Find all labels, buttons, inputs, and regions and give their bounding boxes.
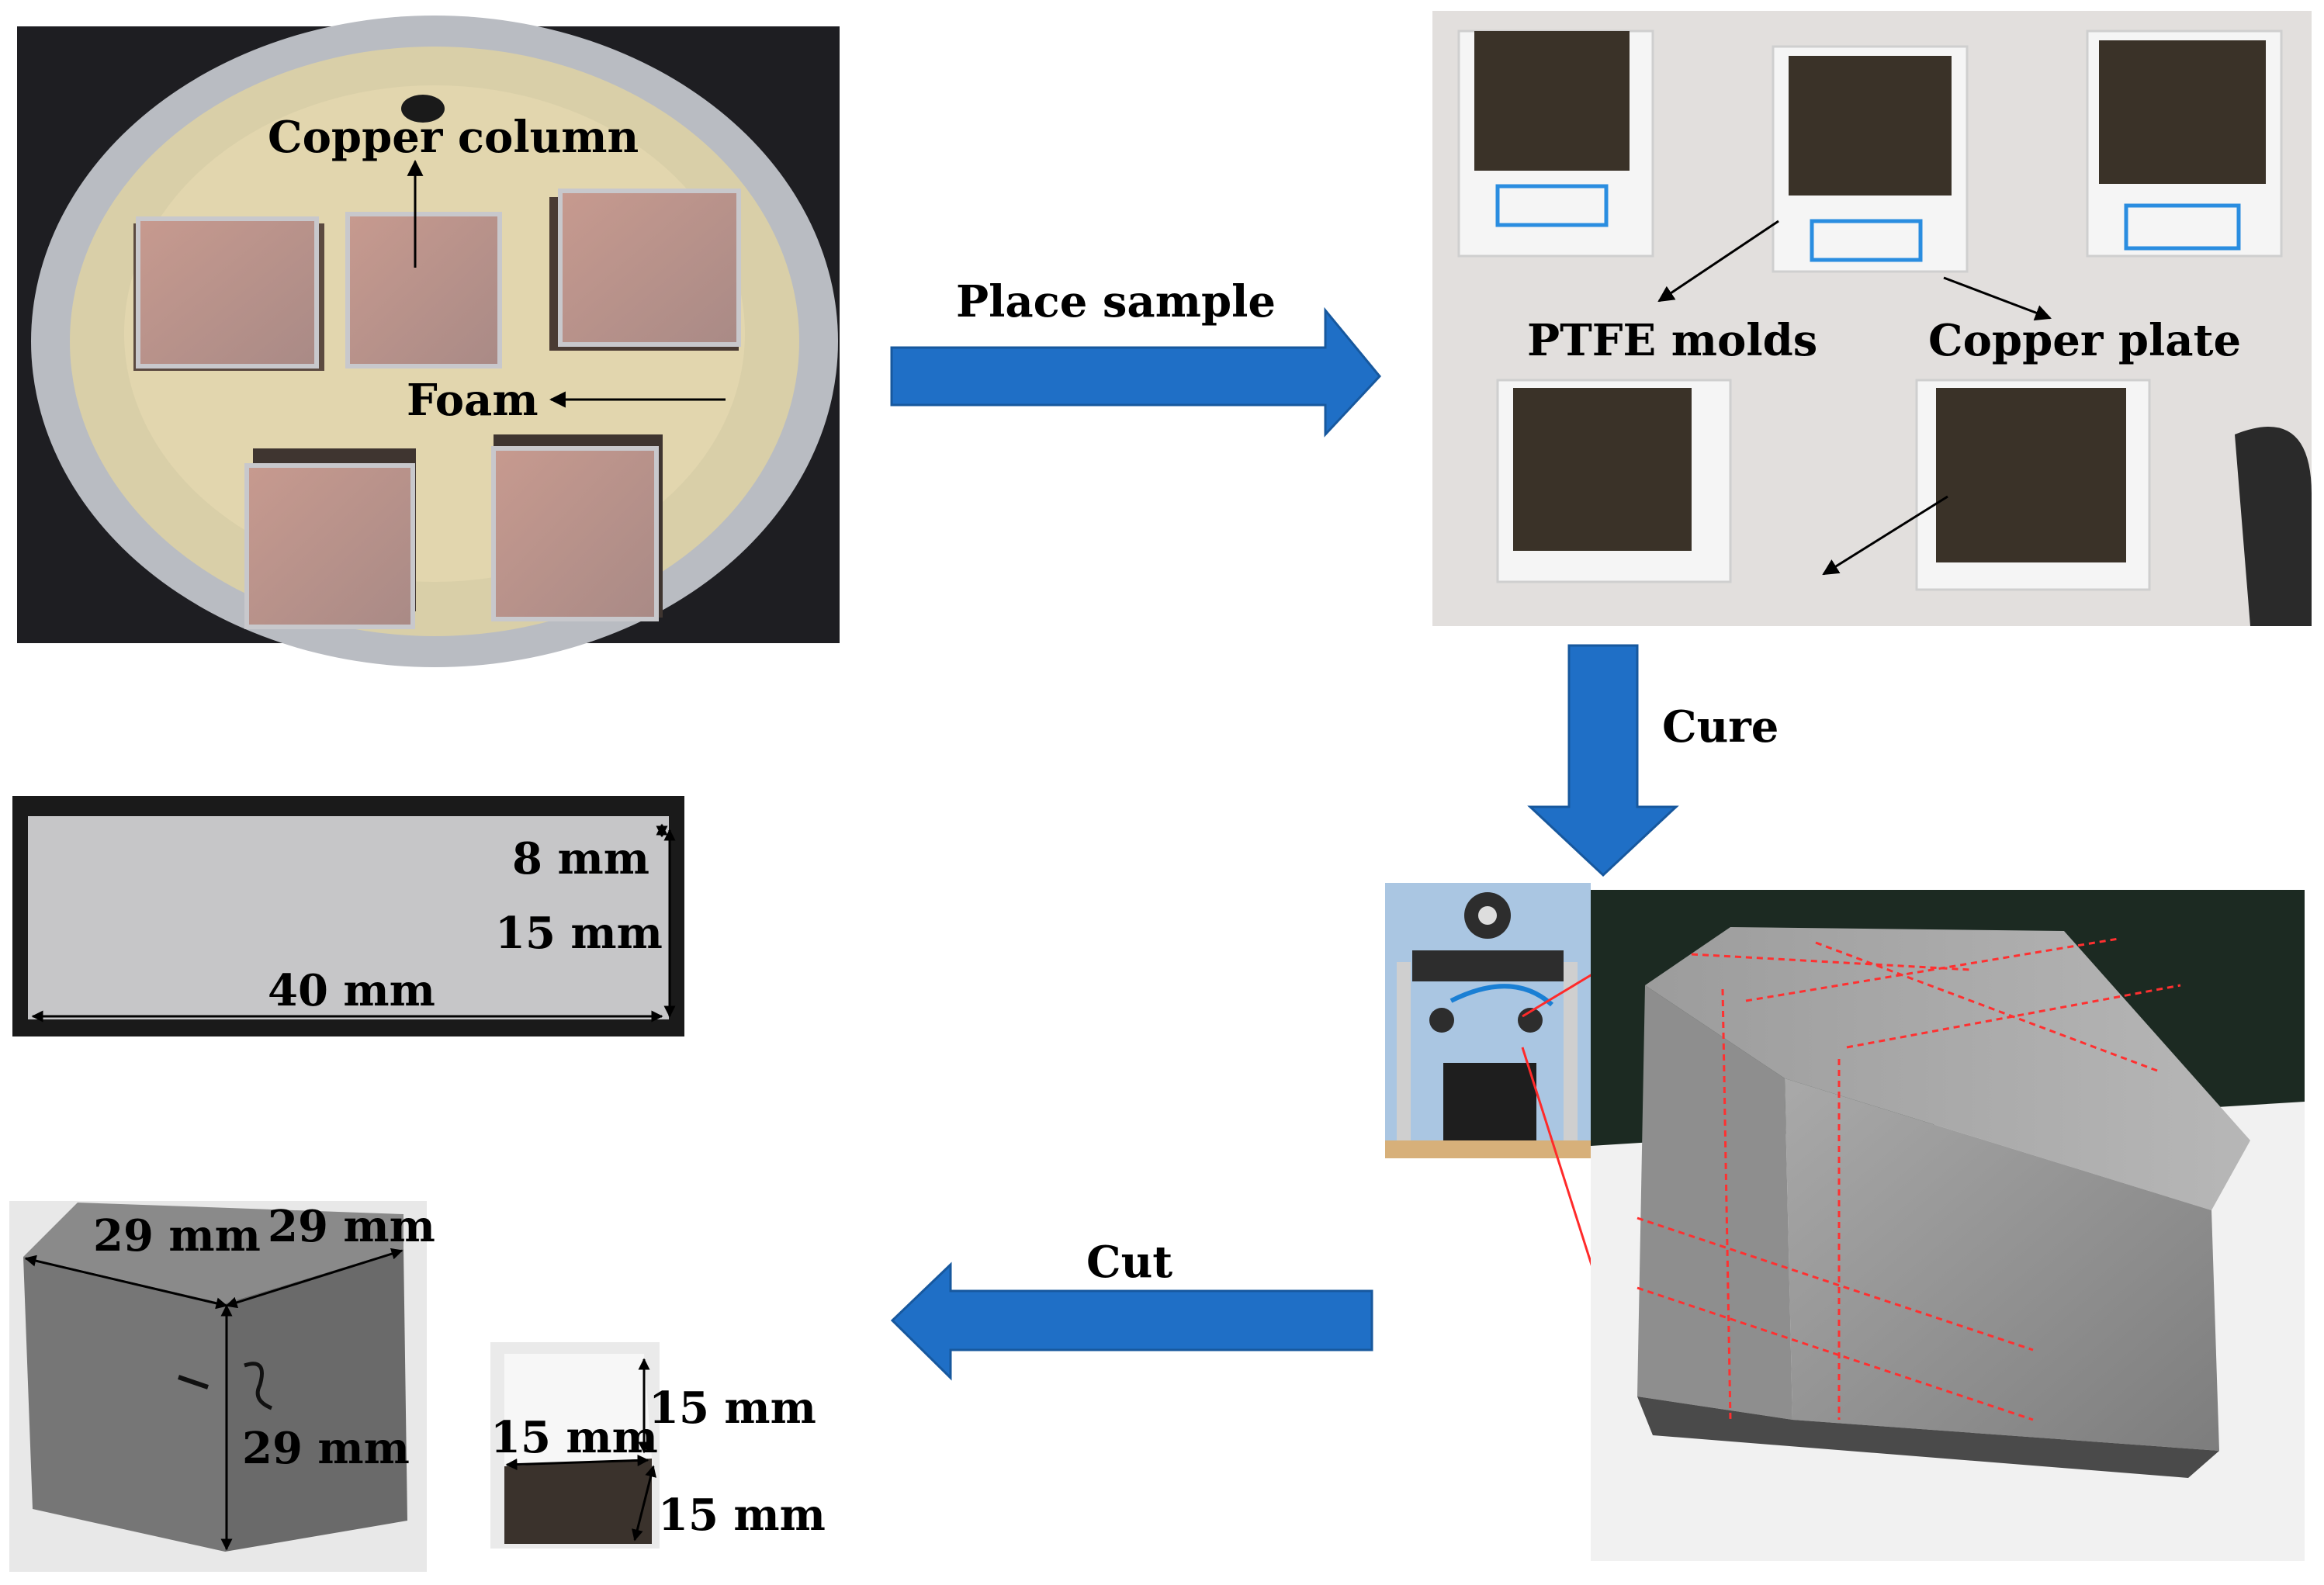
pointer-arrow	[1822, 495, 1948, 576]
ptfe-mold	[1772, 45, 1969, 273]
copper-column-tile	[345, 212, 502, 369]
arrow-cut: Cut	[890, 1237, 1373, 1381]
dimension-line	[225, 1248, 403, 1309]
arrow-cure: Cure	[1527, 644, 1779, 877]
label-dim-8mm: 8 mm	[512, 833, 649, 884]
label-ptfe-molds: PTFE molds	[1527, 315, 1817, 366]
photo-testing-machine	[1385, 883, 1591, 1158]
copper-column-tile	[549, 189, 741, 351]
copper-column-tile	[133, 216, 324, 371]
ptfe-mold	[2086, 29, 2283, 258]
ptfe-mold	[1915, 379, 2151, 591]
photo-cured-cube	[1591, 890, 2305, 1561]
label-place-sample: Place sample	[956, 276, 1276, 327]
label-small-cube-dim-depth: 15 mm	[658, 1490, 826, 1541]
label-copper-plate: Copper plate	[1928, 315, 2241, 366]
pointer-arrow	[1657, 220, 1779, 303]
pointer-arrow	[1943, 276, 2052, 321]
photo-ptfe-molds: PTFE molds Copper plate	[1432, 11, 2312, 626]
label-dim-15mm: 15 mm	[495, 908, 663, 959]
arrow-place-sample: Place sample	[890, 276, 1381, 438]
dimension-line	[24, 1255, 228, 1310]
label-small-cube-dim-width: 15 mm	[490, 1412, 658, 1463]
copper-column-tile	[244, 448, 416, 629]
label-foam: Foam	[407, 375, 539, 426]
ptfe-mold	[1496, 379, 1732, 583]
photo-cube-29mm: 29 mm 29 mm 29 mm	[9, 1201, 435, 1572]
label-small-cube-dim-height: 15 mm	[649, 1383, 816, 1434]
photo-cube-15mm: 15 mm 15 mm 15 mm	[490, 1342, 826, 1549]
label-cube-dim-top-left: 29 mm	[93, 1210, 261, 1261]
label-cube-dim-height: 29 mm	[242, 1423, 410, 1474]
label-cure: Cure	[1662, 701, 1779, 753]
copper-column-tile	[491, 434, 663, 621]
dimension-line	[632, 1465, 656, 1542]
label-cube-dim-top-right: 29 mm	[268, 1201, 435, 1252]
label-cut: Cut	[1086, 1237, 1172, 1288]
dimension-line	[505, 1454, 649, 1471]
ptfe-mold	[1457, 29, 1654, 258]
label-dim-40mm: 40 mm	[268, 965, 435, 1016]
label-copper-column: Copper column	[268, 112, 639, 163]
photo-beam-specimen: 8 mm 15 mm 40 mm	[12, 796, 684, 1036]
photo-foam-copper-columns: Copper column Foam	[17, 16, 840, 667]
cut-guide-lines	[1636, 937, 2181, 1421]
